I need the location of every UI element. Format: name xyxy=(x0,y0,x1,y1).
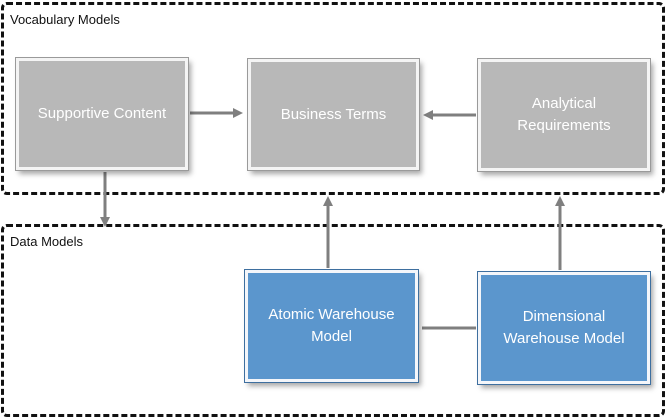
data-models-group xyxy=(1,224,665,417)
supportive-content-box[interactable]: Supportive Content xyxy=(15,57,189,171)
business-terms-box[interactable]: Business Terms xyxy=(247,58,420,171)
atomic-warehouse-model-box[interactable]: Atomic Warehouse Model xyxy=(244,269,419,383)
vocabulary-models-group xyxy=(1,2,665,195)
dimensional-warehouse-model-box[interactable]: Dimensional Warehouse Model xyxy=(477,271,651,385)
data-models-label: Data Models xyxy=(10,234,83,249)
analytical-requirements-box[interactable]: Analytical Requirements xyxy=(477,58,651,172)
vocabulary-models-label: Vocabulary Models xyxy=(10,12,120,27)
